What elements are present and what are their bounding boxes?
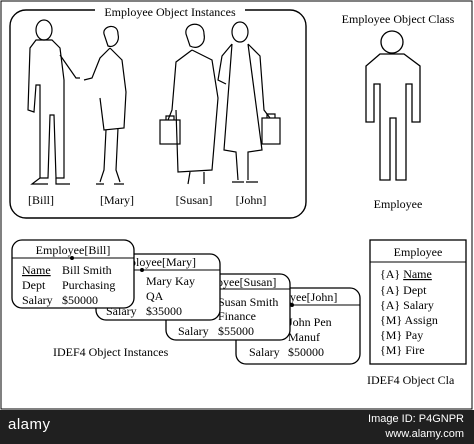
card-john: yee[John] John Pen Manuf Salary $50000 bbox=[235, 287, 361, 365]
susan-label: [Susan] bbox=[176, 193, 213, 207]
john-label: [John] bbox=[236, 193, 267, 207]
card-john-val2: $50000 bbox=[288, 345, 324, 359]
card-john-header: yee[John] bbox=[290, 290, 337, 304]
card-susan-val1: Finance bbox=[218, 309, 256, 323]
john-figure bbox=[217, 21, 281, 183]
class-panel-title: Employee Object Class bbox=[342, 12, 455, 26]
idef4-class-header: Employee bbox=[394, 245, 443, 259]
card-bill-key2: Salary bbox=[22, 293, 53, 307]
bill-label: [Bill] bbox=[28, 193, 54, 207]
class-figure-label: Employee bbox=[374, 197, 423, 211]
card-susan-header: oyee[Susan] bbox=[217, 275, 276, 289]
instances-panel-title: Employee Object Instances bbox=[104, 5, 236, 19]
mary-figure bbox=[83, 25, 127, 185]
card-mary-header: ployee[Mary] bbox=[130, 255, 196, 269]
instances-panel-frame bbox=[9, 9, 307, 219]
idef4-class-row-5: {M} Fire bbox=[380, 343, 425, 357]
outer-frame bbox=[0, 0, 473, 410]
card-mary-val0: Mary Kay bbox=[146, 274, 195, 288]
card-bill-val1: Purchasing bbox=[62, 278, 115, 292]
bill-figure bbox=[27, 19, 80, 185]
idef4-class-row-3: {M} Assign bbox=[380, 313, 438, 327]
card-john-val0: John Pen bbox=[288, 315, 332, 329]
idef4-class-row-0: {A} Name bbox=[380, 267, 432, 281]
idef4-class-box: Employee {A} Name {A} Dept {A} Salary {M… bbox=[369, 239, 467, 365]
idef4-class-row-2: {A} Salary bbox=[380, 298, 434, 312]
card-mary-val2: $35000 bbox=[146, 304, 182, 318]
card-bill: Employee[Bill] Name Bill Smith Dept Purc… bbox=[11, 239, 135, 309]
stock-footer-bar: alamy Image ID: P4GNPR www.alamy.com bbox=[0, 410, 474, 444]
card-bill-val0: Bill Smith bbox=[62, 263, 112, 277]
card-john-val1: Manuf bbox=[288, 330, 320, 344]
card-bill-key0: Name bbox=[22, 263, 51, 277]
image-id-line1: Image ID: P4GNPR bbox=[368, 413, 464, 425]
idef4-instances-caption: IDEF4 Object Instances bbox=[53, 345, 169, 359]
card-susan-val2: $55000 bbox=[218, 324, 254, 338]
mary-label: [Mary] bbox=[100, 193, 134, 207]
class-figure bbox=[365, 30, 421, 181]
alamy-logo: alamy bbox=[8, 416, 51, 433]
image-id-line2: www.alamy.com bbox=[385, 428, 464, 440]
card-mary-val1: QA bbox=[146, 289, 164, 303]
card-john-key2: Salary bbox=[249, 345, 280, 359]
image-id-text: Image ID: P4GNPR www.alamy.com bbox=[368, 412, 464, 442]
idef4-diagram: Employee Object Instances [Bill] [Mary] … bbox=[0, 0, 473, 410]
card-susan-val0: Susan Smith bbox=[218, 295, 278, 309]
card-bill-val2: $50000 bbox=[62, 293, 98, 307]
card-bill-key1: Dept bbox=[22, 278, 46, 292]
idef4-class-row-1: {A} Dept bbox=[380, 283, 427, 297]
idef4-class-caption: IDEF4 Object Cla bbox=[367, 373, 455, 387]
idef4-class-row-4: {M} Pay bbox=[380, 328, 423, 342]
card-bill-header: Employee[Bill] bbox=[36, 243, 111, 257]
card-susan-key2: Salary bbox=[178, 324, 209, 338]
susan-figure bbox=[159, 23, 219, 185]
